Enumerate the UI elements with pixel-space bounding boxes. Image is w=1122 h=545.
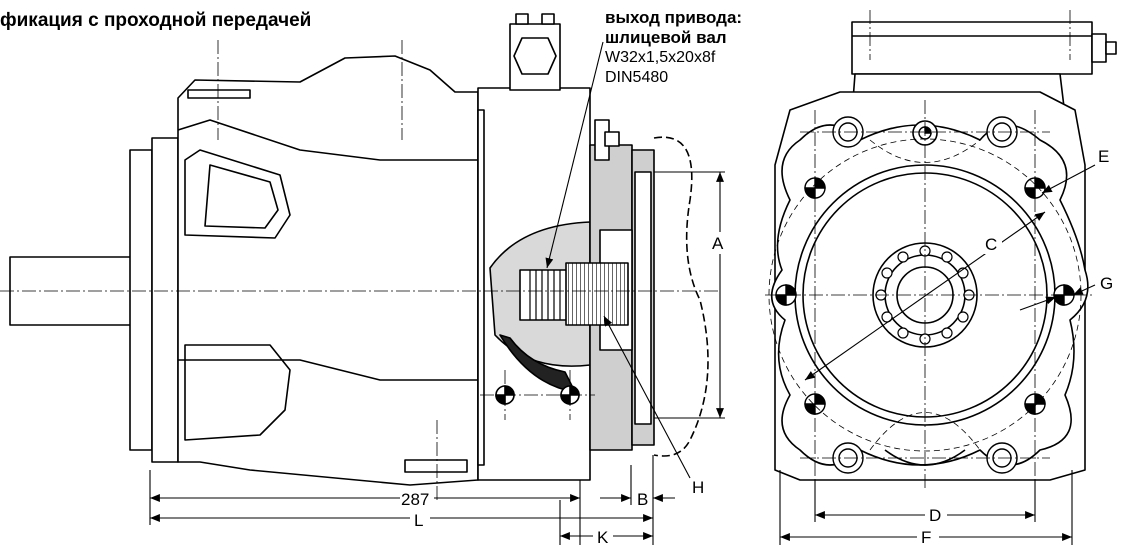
front-dim-label-backs <box>917 232 1002 545</box>
pump-front-view <box>770 21 1117 481</box>
spline-lines <box>529 270 561 320</box>
output-shaft-callout: выход привода: шлицевой вал W32x1,5x20x8… <box>605 8 742 88</box>
top-boss <box>187 89 251 99</box>
dim-label-backs <box>400 232 731 545</box>
callout-line-2: шлицевой вал <box>605 28 727 47</box>
dim-287: 287 <box>401 490 429 509</box>
dim-F: F <box>921 528 931 545</box>
dim-B: B <box>637 490 648 509</box>
callout-line-1: выход привода: <box>605 8 743 27</box>
dim-G: G <box>1100 274 1113 293</box>
callout-line-4: DIN5480 <box>605 69 669 86</box>
pump-side-view <box>9 13 709 486</box>
pilot-recess <box>634 171 652 425</box>
dim-C: C <box>985 235 997 254</box>
valve-cap-2 <box>541 13 555 25</box>
leader-lines <box>545 41 691 479</box>
valve-cap <box>515 13 529 25</box>
bolt-circle-dashed <box>768 138 1082 452</box>
coupling-hub <box>565 262 629 326</box>
bottom-boss <box>404 459 468 473</box>
flange-rim <box>151 137 179 463</box>
housing-lower-rib <box>178 359 478 381</box>
front-valve-block <box>851 21 1093 75</box>
top-boss-dashed <box>869 139 981 163</box>
dim-D: D <box>929 506 941 525</box>
housing-upper-window <box>184 149 291 239</box>
dim-E: E <box>1098 147 1109 166</box>
housing-upper-rib <box>177 119 478 161</box>
dim-A: A <box>712 234 724 253</box>
housing-upper-window-inner <box>204 164 279 229</box>
drawing-title: фикация с проходной передачей <box>0 10 312 31</box>
dim-L: L <box>414 511 423 530</box>
end-cover-groove <box>477 109 485 466</box>
attached-pump-outline <box>653 136 709 457</box>
valve-nut <box>513 37 557 75</box>
side-bolt-head <box>604 131 620 147</box>
callout-line-3: W32x1,5x20x8f <box>605 49 716 66</box>
mounting-flange <box>129 149 153 451</box>
dim-H: H <box>692 478 704 497</box>
front-valve-end <box>1105 41 1117 55</box>
dim-K: K <box>597 528 609 545</box>
side-center-lines <box>0 40 720 500</box>
front-valve-knob <box>1091 33 1107 63</box>
housing-lower-window <box>184 344 291 441</box>
pump-housing <box>177 55 479 486</box>
